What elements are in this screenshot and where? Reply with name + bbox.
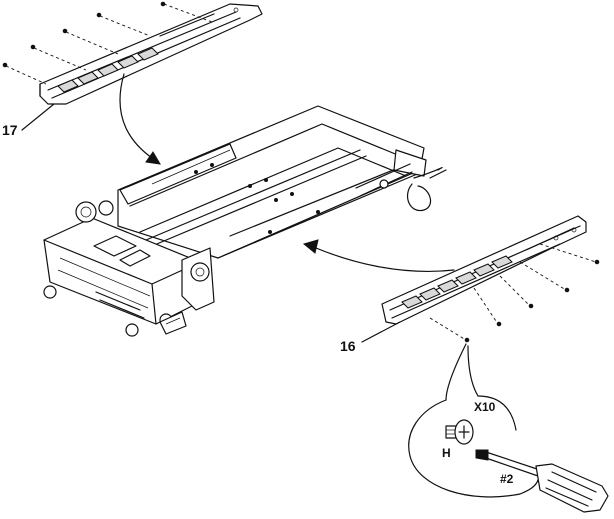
part-label-17: 17 — [2, 122, 18, 138]
driver-size-label: #2 — [500, 472, 513, 486]
arrow-16 — [304, 240, 454, 271]
part-label-16: 16 — [340, 338, 356, 354]
leader-16 — [362, 322, 400, 342]
phillips-screw-icon — [446, 420, 473, 444]
screw-type-label: H — [442, 446, 451, 460]
quantity-label: X10 — [474, 400, 495, 414]
leader-17 — [22, 104, 54, 130]
treadmill-frame — [44, 106, 446, 336]
detail-bubble — [409, 344, 538, 497]
arrow-17 — [120, 74, 160, 164]
side-rail-17 — [40, 4, 262, 104]
phillips-screwdriver-icon — [476, 450, 608, 512]
side-rail-16 — [382, 216, 586, 324]
